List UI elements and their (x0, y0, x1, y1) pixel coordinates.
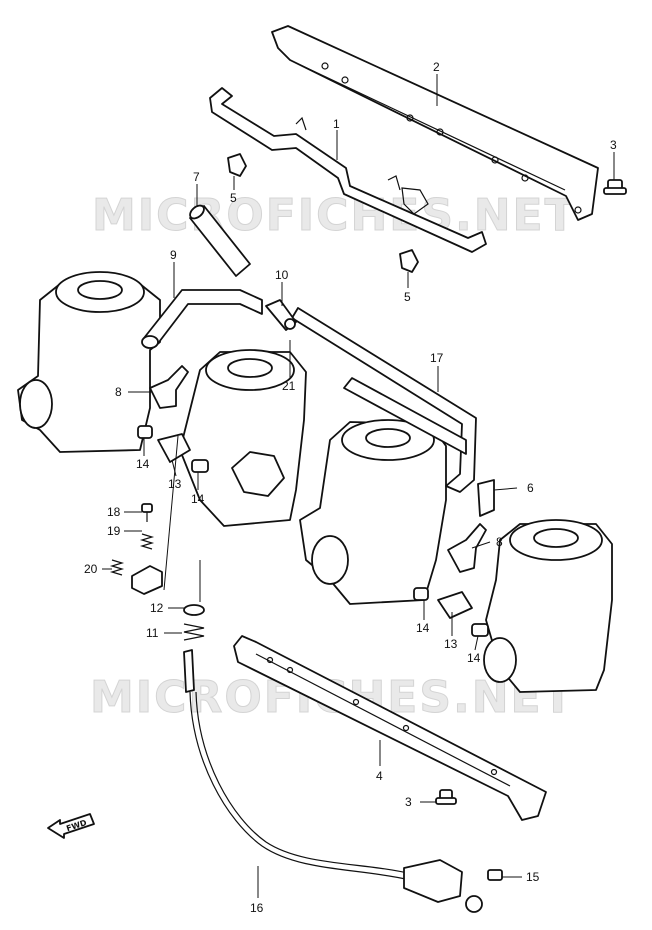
callout-14-b: 14 (191, 492, 205, 506)
part-19-spring (139, 533, 155, 550)
callout-3-upper: 3 (610, 138, 617, 152)
callout-6: 6 (527, 481, 534, 495)
callout-18: 18 (107, 505, 121, 519)
watermark-top: MICROFICHES.NET (92, 190, 577, 241)
callout-8-left: 8 (115, 385, 122, 399)
part-20-spring (109, 559, 125, 576)
part-3-screw-lower (435, 789, 457, 805)
callout-8-right: 8 (496, 535, 503, 549)
callout-12: 12 (150, 601, 164, 615)
part-1-rod (209, 87, 487, 253)
part-6-hose (477, 479, 495, 517)
callout-11: 11 (146, 626, 159, 640)
part-13-fitting-b (437, 591, 473, 619)
part-18-screw (141, 503, 153, 522)
carburetor-4 (483, 519, 613, 693)
callout-7: 7 (193, 170, 200, 184)
leader-lines (102, 74, 615, 898)
part-5-clip-upper (227, 153, 247, 177)
part-7-hose (189, 204, 251, 277)
callout-labels: 1 2 3 3 4 5 5 6 7 8 8 9 10 11 12 13 13 1… (84, 60, 617, 915)
part-14-fitting-d (471, 623, 489, 637)
part-16-cable (183, 649, 483, 913)
part-10-joint (265, 299, 297, 331)
callout-5-upper: 5 (230, 191, 237, 205)
callout-17: 17 (430, 351, 444, 365)
callout-13-left: 13 (168, 477, 182, 491)
part-12-ring (183, 604, 205, 616)
callout-9: 9 (170, 248, 177, 262)
carburetor-3 (299, 419, 447, 605)
callout-14-c: 14 (416, 621, 430, 635)
part-14-fitting-c (413, 587, 429, 601)
part-8-fitting-left (149, 365, 189, 409)
part-5-clip-lower (399, 249, 419, 273)
callout-14-d: 14 (467, 651, 481, 665)
callout-21: 21 (282, 379, 296, 393)
carburetor-1 (17, 271, 161, 453)
part-14-fitting-a (137, 425, 153, 439)
part-15-screw (487, 869, 503, 881)
callout-1: 1 (333, 117, 340, 131)
forward-arrow-icon: FWD (47, 813, 95, 839)
callout-19: 19 (107, 524, 121, 538)
part-13-fitting-a (157, 433, 191, 463)
callout-3-lower: 3 (405, 795, 412, 809)
part-14-fitting-b (191, 459, 209, 473)
callout-14-a: 14 (136, 457, 150, 471)
callout-16: 16 (250, 901, 264, 915)
part-11-spring (183, 623, 205, 641)
part-2-bracket (271, 25, 599, 221)
callout-20: 20 (84, 562, 98, 576)
callout-13-right: 13 (444, 637, 458, 651)
callout-15: 15 (526, 870, 540, 884)
callout-5-lower: 5 (404, 290, 411, 304)
part-17-hose (291, 307, 477, 493)
part-4-bracket (233, 635, 547, 821)
callout-4: 4 (376, 769, 383, 783)
pulley-bracket (131, 565, 163, 595)
carburetor-2 (179, 349, 307, 527)
callout-10: 10 (275, 268, 289, 282)
part-3-screw-upper (603, 179, 627, 195)
part-8-fitting-right (447, 523, 487, 573)
part-9-hose (141, 289, 263, 349)
callout-2: 2 (433, 60, 440, 74)
